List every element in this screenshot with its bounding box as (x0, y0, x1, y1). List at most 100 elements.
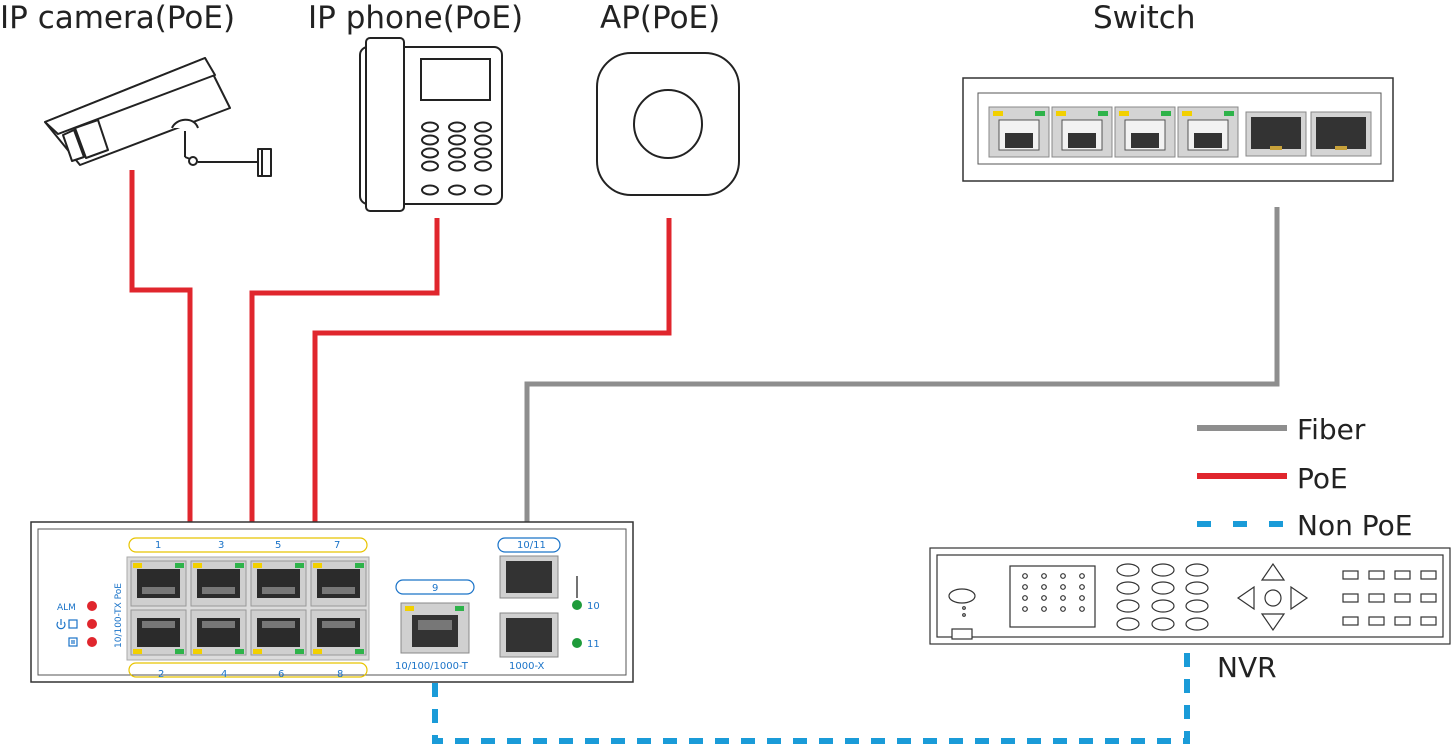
nvr-button (1151, 581, 1175, 595)
nvr-button (1185, 563, 1209, 577)
nvr-indicator (1022, 606, 1028, 612)
power-icon (56, 619, 78, 630)
nvr-indicator (1079, 595, 1085, 601)
nvr-key (1342, 593, 1359, 603)
switch-sfp-port (1310, 111, 1372, 157)
phone-key (421, 134, 439, 146)
nvr-indicator (1060, 584, 1066, 590)
poe-ports-side-label: 10/100-TX PoE (114, 583, 124, 648)
label-nvr: NVR (1217, 651, 1277, 684)
port-label-top-5: 5 (275, 540, 281, 551)
poe-rj45-port (250, 560, 307, 607)
switch-rj45-port (1114, 106, 1176, 158)
phone-key (448, 184, 466, 196)
led-sfp-10-label: 10 (587, 601, 600, 612)
nvr-key (1394, 616, 1411, 626)
nvr-key (1394, 593, 1411, 603)
port-label-top-7: 7 (334, 540, 340, 551)
legend-non-poe-label: Non PoE (1297, 509, 1412, 542)
switch-icon (962, 77, 1394, 182)
sfp-port-10 (499, 555, 559, 599)
phone-key (421, 160, 439, 172)
switch-rj45-port (1177, 106, 1239, 158)
sfp-ports-label: 10/11 (517, 540, 546, 551)
poe-rj45-port (310, 609, 367, 656)
led-alm-label: ALM (57, 603, 76, 613)
legend-poe-label: PoE (1297, 462, 1348, 495)
label-ap: AP(PoE) (600, 0, 720, 36)
poe-cable-phone (249, 218, 440, 522)
phone-key (448, 121, 466, 133)
nvr-button (1116, 581, 1140, 595)
nvr-key (1420, 570, 1437, 580)
nvr-key (1342, 616, 1359, 626)
phone-key (421, 184, 439, 196)
label-ip-camera: IP camera(PoE) (0, 0, 235, 36)
uplink-port-label: 9 (432, 583, 438, 594)
poe-rj45-port (130, 560, 187, 607)
nvr-indicator (1022, 595, 1028, 601)
poe-rj45-port (190, 560, 247, 607)
access-point-icon (596, 52, 740, 196)
port-label-bottom-2: 2 (158, 669, 164, 680)
phone-key (448, 147, 466, 159)
poe-rj45-port (190, 609, 247, 656)
nvr-key (1368, 593, 1385, 603)
nvr-button (1116, 617, 1140, 631)
port-label-top-1: 1 (155, 540, 161, 551)
nvr-key (1342, 570, 1359, 580)
non-poe-cable (432, 648, 1190, 744)
poe-cable-camera (129, 170, 193, 522)
sfp-port-11 (499, 612, 559, 658)
port-label-top-3: 3 (218, 540, 224, 551)
nvr-icon (929, 547, 1451, 645)
nvr-indicator (1041, 595, 1047, 601)
led-alm (87, 601, 97, 611)
nvr-indicator (1041, 584, 1047, 590)
nvr-key (1368, 570, 1385, 580)
nvr-key (1394, 570, 1411, 580)
phone-key (474, 121, 492, 133)
uplink-rj45-port (400, 602, 470, 654)
nvr-indicator (1022, 573, 1028, 579)
nvr-indicator (1079, 573, 1085, 579)
poe-cables (129, 170, 672, 522)
nvr-indicator (1060, 595, 1066, 601)
nvr-indicator (1041, 573, 1047, 579)
nvr-button (1151, 617, 1175, 631)
label-switch: Switch (1093, 0, 1196, 36)
nvr-button (1185, 581, 1209, 595)
led-sfp-11-label: 11 (587, 639, 600, 650)
nvr-button (1116, 563, 1140, 577)
poe-switch-icon: 1 3 5 7 2 4 6 8 10/100-TX PoE ALM (30, 521, 634, 683)
port-label-bottom-4: 4 (221, 669, 227, 680)
switch-rj45-port (988, 106, 1050, 158)
poe-rj45-port (250, 609, 307, 656)
ip-camera-icon (44, 57, 272, 177)
phone-key (421, 147, 439, 159)
nvr-button (1116, 599, 1140, 613)
ip-phone-icon (359, 37, 503, 212)
legend-fiber-label: Fiber (1297, 413, 1366, 446)
nvr-button (1185, 617, 1209, 631)
port-label-bottom-6: 6 (278, 669, 284, 680)
nvr-key (1368, 616, 1385, 626)
phone-key (448, 134, 466, 146)
phone-key (474, 134, 492, 146)
switch-rj45-port (1051, 106, 1113, 158)
nvr-indicator (1060, 606, 1066, 612)
nvr-key (1420, 593, 1437, 603)
nvr-indicator (1079, 584, 1085, 590)
nvr-button (1185, 599, 1209, 613)
nvr-indicator (1041, 606, 1047, 612)
led-sfp-11 (572, 638, 582, 648)
switch-sfp-port (1245, 111, 1307, 157)
sfp-ports-type: 1000-X (509, 661, 545, 672)
fiber-cable (524, 207, 1280, 522)
nvr-button (1151, 599, 1175, 613)
system-icon (68, 637, 78, 647)
phone-key (474, 160, 492, 172)
phone-key (421, 121, 439, 133)
legend: Fiber PoE Non PoE (1197, 413, 1412, 542)
